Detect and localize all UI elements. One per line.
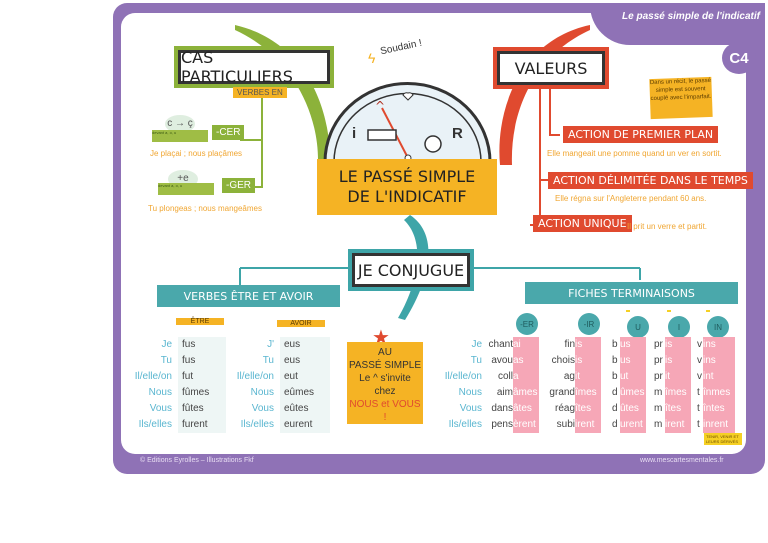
- valeur-label-2: ACTION DÉLIMITÉE DANS LE TEMPS: [548, 172, 753, 189]
- group-ir-endings: is is it îmes îtes irent: [575, 339, 597, 430]
- verbes-en-label: VERBES EN: [233, 87, 287, 98]
- valeur-label-3: ACTION UNIQUE: [533, 215, 632, 232]
- group-ir-badge: -IR: [578, 313, 600, 335]
- cer-note: devant a, o, u: [152, 130, 208, 142]
- gauge-letter-i: i: [352, 125, 357, 142]
- svg-text:^: ^: [375, 99, 385, 113]
- group-i-endings: is is it îmes îtes irent: [665, 339, 687, 430]
- card-badge: C4: [722, 42, 756, 74]
- cas-particuliers-title: CAS PARTICULIERS: [174, 46, 334, 88]
- copyright-text: © Editions Eyrolles – Illustrations Fkf: [140, 457, 254, 464]
- valeur-example-3: Il prit un verre et partit.: [627, 222, 708, 231]
- center-title-line1: LE PASSÉ SIMPLE: [338, 167, 476, 186]
- group-er-highlight: [513, 337, 539, 433]
- group-i-label: [667, 310, 671, 312]
- group-in-label: [706, 310, 710, 312]
- avoir-pronouns: J' Tu Il/elle/on Nous Vous Ils/elles: [236, 339, 274, 430]
- group-er-endings: ai as a âmes âtes èrent: [513, 339, 538, 430]
- cer-tag: -CER: [212, 125, 245, 140]
- avoir-forms: eus eus eut eûmes eûtes eurent: [280, 337, 330, 433]
- center-title: LE PASSÉ SIMPLE DE L'INDICATIF: [317, 159, 497, 215]
- valeurs-title: VALEURS: [493, 47, 609, 89]
- group-in-endings: ins ins int înmes întes inrent: [703, 339, 731, 430]
- card-title: Le passé simple de l'indicatif: [622, 11, 760, 22]
- group-in-badge: IN: [707, 316, 729, 338]
- group-ir-highlight: [575, 337, 601, 433]
- gauge-icon: ^: [323, 82, 492, 162]
- group-u-stems: b b b d d d: [612, 339, 618, 430]
- valeurs-note: Dans un récit, le passé simple est souve…: [649, 76, 713, 120]
- etre-pronouns: Je Tu Il/elle/on Nous Vous Ils/elles: [134, 339, 172, 430]
- lightning-icon: ϟ: [368, 50, 376, 66]
- cer-rule-bubble: c → ç: [165, 115, 195, 133]
- group-ir-stems: fin chois ag grand réag subi: [549, 339, 575, 430]
- group-er-badge: -ER: [516, 313, 538, 335]
- terminaisons-pronouns: Je Tu Il/elle/on Nous Vous Ils/elles: [444, 339, 482, 430]
- ger-example: Tu plongeas ; nous mangeâmes: [148, 204, 262, 213]
- ger-note: devant a, o, u: [158, 183, 214, 195]
- group-er-stems: chant avou coll aim dans pens: [488, 339, 513, 430]
- group-i-highlight: [665, 337, 691, 433]
- etre-forms: fus fus fut fûmes fûtes furent: [178, 337, 226, 433]
- valeur-label-1: ACTION DE PREMIER PLAN: [563, 126, 719, 143]
- group-u-highlight: [620, 337, 646, 433]
- group-u-badge: U: [627, 316, 649, 338]
- avoir-header: AVOIR: [277, 320, 325, 327]
- valeur-example-1: Elle mangeait une pomme quand un ver en …: [547, 149, 722, 158]
- group-in-stems: v v v t t t: [697, 339, 702, 430]
- accent-sticky-note: AU PASSÉ SIMPLE Le ^ s'invite chez NOUS …: [347, 342, 423, 424]
- valeur-example-2: Elle régna sur l'Angleterre pendant 60 a…: [555, 194, 707, 203]
- terminaisons-header: FICHES TERMINAISONS: [525, 282, 738, 304]
- group-u-label: [626, 310, 630, 312]
- tenir-venir-note: TENIR, VENIR ET LEURS DÉRIVÉS: [704, 433, 742, 445]
- etre-header: ÊTRE: [176, 318, 224, 325]
- cer-example: Je plaçai ; nous plaçâmes: [150, 149, 243, 158]
- je-conjugue-title: JE CONJUGUE: [348, 249, 474, 291]
- title-corner: [590, 3, 765, 45]
- website-link[interactable]: www.mescartesmentales.fr: [640, 457, 724, 464]
- group-u-endings: us us ut ûmes ûtes urent: [620, 339, 645, 430]
- gauge-letter-r: R: [452, 125, 463, 142]
- ger-tag: -GER: [222, 178, 255, 193]
- center-title-line2: DE L'INDICATIF: [347, 187, 467, 206]
- group-in-highlight: [703, 337, 735, 433]
- group-i-badge: I: [668, 316, 690, 338]
- etre-avoir-header: VERBES ÊTRE ET AVOIR: [157, 285, 340, 307]
- group-i-stems: pr pr pr m m m: [654, 339, 663, 430]
